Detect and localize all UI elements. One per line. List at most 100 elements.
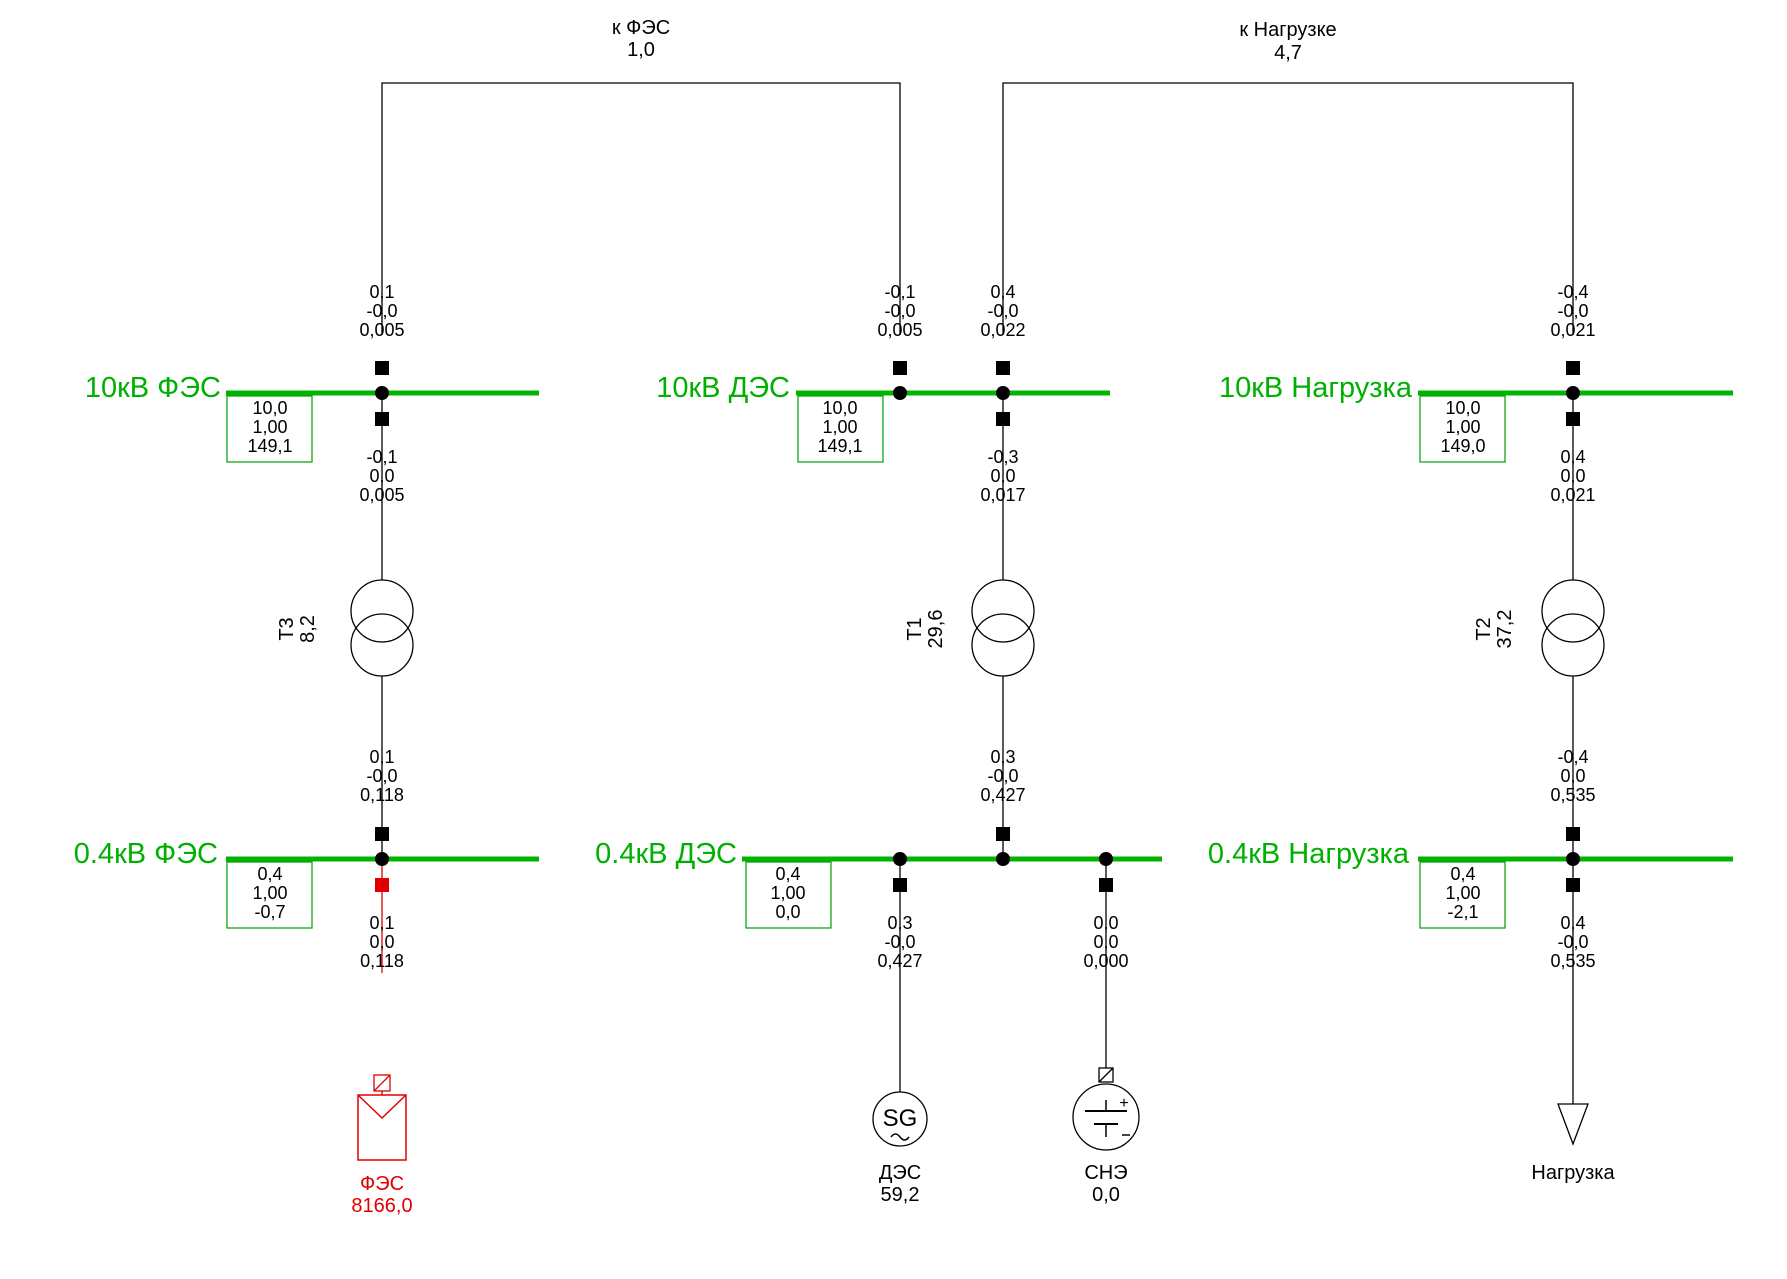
flow-q: 0,0 — [1093, 932, 1118, 952]
generator-symbol: SG — [883, 1105, 918, 1132]
flow-p: -0,4 — [1557, 747, 1588, 767]
flow-q: -0,0 — [987, 766, 1018, 786]
line-load-wire[interactable] — [1002, 82, 1574, 335]
transformer-t3-name: Т3 — [276, 617, 298, 640]
flow-q: -0,0 — [366, 766, 397, 786]
node-dot — [893, 852, 907, 866]
energy-storage-name: СНЭ — [1084, 1162, 1127, 1184]
flow-line-load-b: -0,4 -0,0 0,021 — [1550, 282, 1595, 340]
flow-p: 0,4 — [990, 282, 1015, 302]
bus-10kv-des-label: 10кВ ДЭС — [656, 372, 790, 404]
battery-icon — [1072, 1083, 1140, 1151]
bus-angle: 149,1 — [247, 436, 292, 456]
load[interactable]: Нагрузка — [1531, 1103, 1615, 1184]
pv-plant[interactable]: ФЭС 8166,0 — [351, 1074, 413, 1217]
flow-q: -0,0 — [987, 301, 1018, 321]
transformer-t2[interactable]: Т2 37,2 — [1473, 579, 1605, 677]
transformer-winding-icon — [1541, 613, 1605, 677]
bus-10kv-load-results: 10,0 1,00 149,0 — [1419, 395, 1506, 463]
bus-voltage-pu: 1,00 — [1445, 883, 1480, 903]
flow-q: 0,0 — [990, 466, 1015, 486]
flow-p: -0,3 — [987, 447, 1018, 467]
flow-i: 0,427 — [980, 785, 1025, 805]
bus-10kv-fes-label: 10кВ ФЭС — [85, 372, 221, 404]
bus-voltage: 0,4 — [1450, 864, 1475, 884]
breaker-t3-hv[interactable] — [375, 412, 389, 426]
flow-i: 0,535 — [1550, 785, 1595, 805]
flow-q: -0,0 — [884, 301, 915, 321]
flow-i: 0,022 — [980, 320, 1025, 340]
transformer-winding-icon — [971, 579, 1035, 643]
flow-p: 0,3 — [990, 747, 1015, 767]
node-dot — [375, 852, 389, 866]
flow-t3-hv: -0,1 0,0 0,005 — [359, 447, 404, 505]
line-fes-wire[interactable] — [381, 82, 901, 335]
bus-voltage: 0,4 — [257, 864, 282, 884]
flow-q: -0,0 — [1557, 301, 1588, 321]
bus-04kv-load-results: 0,4 1,00 -2,1 — [1419, 861, 1506, 929]
bus-04kv-des-label: 0.4кВ ДЭС — [595, 838, 737, 870]
flow-load: 0,4 -0,0 0,535 — [1550, 913, 1595, 971]
breaker-storage[interactable] — [1099, 878, 1113, 892]
flow-line-load-a: 0,4 -0,0 0,022 — [980, 282, 1025, 340]
flow-t3-lv: 0,1 -0,0 0,118 — [360, 747, 404, 805]
flow-p: 0,3 — [887, 913, 912, 933]
transformer-t3[interactable]: Т3 8,2 — [276, 579, 414, 677]
generator-icon — [872, 1091, 928, 1147]
bus-04kv-fes-label: 0.4кВ ФЭС — [74, 838, 218, 870]
flow-t1-lv: 0,3 -0,0 0,427 — [980, 747, 1025, 805]
breaker-t1-hv[interactable] — [996, 412, 1010, 426]
flow-p: -0,4 — [1557, 282, 1588, 302]
breaker-line-load-a[interactable] — [996, 361, 1010, 375]
energy-storage[interactable]: + СНЭ 0,0 — [1072, 1067, 1140, 1206]
load-arrow-icon — [1557, 1103, 1589, 1146]
flow-q: 0,0 — [369, 932, 394, 952]
breaker-t2-lv[interactable] — [1566, 827, 1580, 841]
breaker-t2-hv[interactable] — [1566, 412, 1580, 426]
bus-voltage: 10,0 — [822, 398, 857, 418]
bus-10kv-fes-results: 10,0 1,00 149,1 — [226, 395, 313, 463]
breaker-t1-lv[interactable] — [996, 827, 1010, 841]
flow-i: 0,021 — [1550, 320, 1595, 340]
transformer-t1[interactable]: Т1 29,6 — [904, 579, 1035, 677]
load-name: Нагрузка — [1531, 1162, 1615, 1184]
flow-q: 0,0 — [1560, 766, 1585, 786]
flow-storage: 0,0 0,0 0,000 — [1083, 913, 1128, 971]
flow-t2-lv: -0,4 0,0 0,535 — [1550, 747, 1595, 805]
flow-i: 0,118 — [360, 951, 404, 971]
flow-i: 0,427 — [877, 951, 922, 971]
transformer-winding-icon — [350, 613, 414, 677]
diesel-generator[interactable]: SG ДЭС 59,2 — [872, 1091, 928, 1206]
flow-q: 0,0 — [369, 466, 394, 486]
bus-angle: 149,0 — [1440, 436, 1485, 456]
transformer-winding-icon — [1541, 579, 1605, 643]
breaker-t3-lv[interactable] — [375, 827, 389, 841]
energy-storage-value: 0,0 — [1092, 1184, 1120, 1206]
flow-i: 0,005 — [877, 320, 922, 340]
breaker-line-load-b[interactable] — [1566, 361, 1580, 375]
flow-i: 0,017 — [980, 485, 1025, 505]
bus-voltage: 0,4 — [775, 864, 800, 884]
breaker-des-gen[interactable] — [893, 878, 907, 892]
line-to-fes[interactable]: к ФЭС 1,0 — [381, 17, 901, 335]
flow-q: 0,0 — [1560, 466, 1585, 486]
bus-angle: 0,0 — [775, 902, 800, 922]
breaker-line-fes-a[interactable] — [375, 361, 389, 375]
bus-angle: -0,7 — [254, 902, 285, 922]
breaker-line-fes-b[interactable] — [893, 361, 907, 375]
node-dot — [893, 386, 907, 400]
bus-04kv-des-results: 0,4 1,00 0,0 — [745, 861, 832, 929]
bus-voltage-pu: 1,00 — [252, 417, 287, 437]
flow-q: -0,0 — [1557, 932, 1588, 952]
flow-p: -0,1 — [884, 282, 915, 302]
bus-10kv-des-results: 10,0 1,00 149,1 — [797, 395, 884, 463]
bus-04kv-fes-results: 0,4 1,00 -0,7 — [226, 861, 313, 929]
transformer-winding-icon — [971, 613, 1035, 677]
line-to-load[interactable]: к Нагрузке 4,7 — [1002, 19, 1574, 335]
breaker-load[interactable] — [1566, 878, 1580, 892]
bus-10kv-load-label: 10кВ Нагрузка — [1219, 372, 1413, 404]
breaker-fes-gen[interactable] — [375, 878, 389, 892]
flow-des-gen: 0,3 -0,0 0,427 — [877, 913, 922, 971]
transformer-t1-name: Т1 — [904, 617, 926, 640]
